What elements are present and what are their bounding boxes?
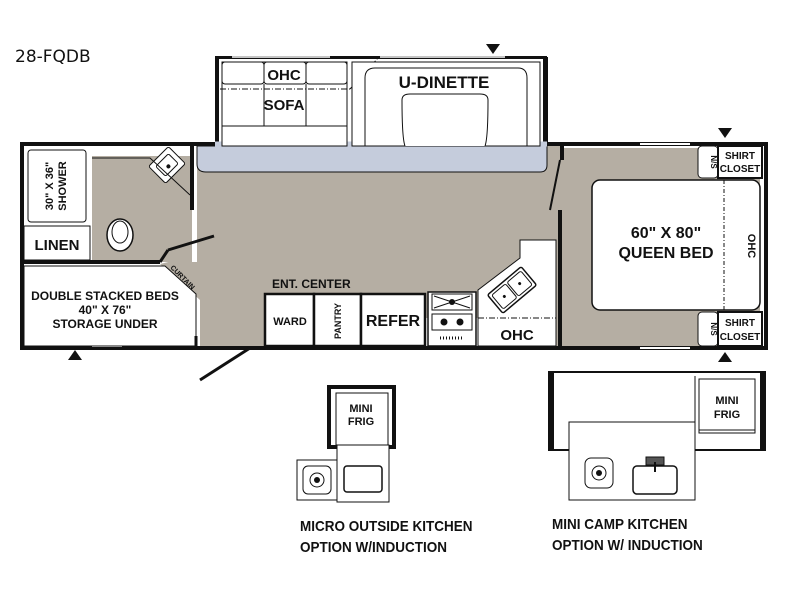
pantry-label: PANTRY [333, 303, 343, 339]
bunk-beds [23, 265, 197, 347]
sofa [220, 57, 379, 147]
option-1-caption-line-1: MICRO OUTSIDE KITCHEN [300, 518, 473, 535]
shirt-closet [717, 145, 763, 179]
toilet-icon [106, 218, 134, 252]
entry-marker-icon [486, 44, 500, 54]
ent-center-label: ENT. CENTER [272, 277, 351, 291]
shower-label-1: 30" X 36" [44, 162, 56, 210]
slide-floor [196, 145, 548, 173]
model-title: 28-FQDB [15, 47, 91, 67]
dinette-label: U-DINETTE [399, 73, 490, 92]
entry-marker-icon [718, 352, 732, 362]
option-2-caption-line-2: OPTION W/ INDUCTION [552, 537, 703, 554]
entry-marker-icon [68, 350, 82, 360]
closet-top-label-2: CLOSET [720, 164, 761, 175]
bunk-label-1: DOUBLE STACKED BEDS [31, 289, 179, 303]
bunk-label-2: 40" X 76" [79, 303, 132, 317]
closet-top-label-1: SHIRT [725, 151, 755, 162]
stove-icon [427, 291, 477, 347]
micro-outside-kitchen-option: MINI FRIG [296, 385, 396, 503]
shower [27, 149, 87, 223]
option-1-caption: MICRO OUTSIDE KITCHEN OPTION W/INDUCTION [300, 516, 473, 558]
mini-fridge-label-2: FRIG [348, 416, 374, 428]
entry-marker-icon [718, 128, 732, 138]
nightstand-label-top: N/S [709, 155, 718, 169]
option-2-caption-line-1: MINI CAMP KITCHEN [552, 516, 688, 533]
pantry [312, 292, 363, 348]
u-dinette [351, 61, 541, 147]
ward-label: WARD [273, 316, 307, 328]
linen [23, 225, 91, 261]
bed-ohc-label: OHC [745, 234, 757, 259]
mini-fridge-label-1: MINI [349, 403, 372, 415]
refrigerator [359, 292, 427, 348]
refer-label: REFER [366, 313, 421, 330]
option-1-caption-line-2: OPTION W/INDUCTION [300, 539, 447, 556]
mini-fridge-label-2: FRIG [714, 409, 740, 421]
shirt-closet [717, 311, 763, 347]
bath-sink-icon [148, 146, 186, 184]
sofa-label: SOFA [264, 97, 305, 114]
entry-door [199, 346, 251, 382]
kitchen-sink-icon [487, 266, 537, 314]
bed-label-2: QUEEN BED [618, 245, 713, 262]
queen-bed [591, 179, 761, 311]
induction-burner-icon [302, 465, 332, 495]
closet-bottom-label-1: SHIRT [725, 318, 755, 329]
option-2-caption: MINI CAMP KITCHEN OPTION W/ INDUCTION [552, 514, 703, 556]
bunk-label-3: STORAGE UNDER [52, 317, 157, 331]
nightstand-label-bottom: N/S [709, 322, 718, 336]
induction-burner-icon [584, 457, 614, 489]
kitchen-ohc-label: OHC [500, 327, 534, 344]
bed-label-1: 60" X 80" [631, 225, 701, 242]
shower-label-2: SHOWER [57, 161, 69, 211]
closet-bottom-label-2: CLOSET [720, 332, 761, 343]
linen-label: LINEN [35, 237, 80, 254]
mini-fridge-label-1: MINI [715, 395, 738, 407]
ohc-label: OHC [267, 67, 301, 84]
mini-camp-kitchen-option: MINI FRIG [548, 371, 766, 501]
